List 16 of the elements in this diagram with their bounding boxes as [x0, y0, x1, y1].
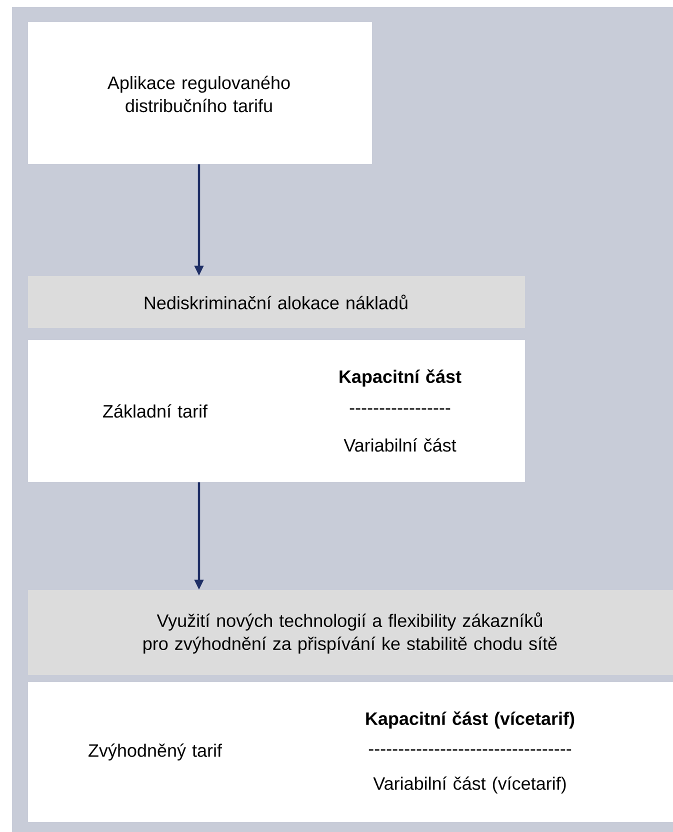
dashed-separator: -----------------: [350, 408, 450, 410]
dashed-separator: ----------------------------------: [368, 749, 572, 751]
text-box: [28, 22, 372, 164]
tariff-box: [28, 682, 673, 822]
heading-band: [28, 276, 525, 328]
band-text: Využití nových technologií a flexibility zákazníků pro zvýhodnění za přispívání ke stabilitě chodu sítě: [144, 612, 557, 654]
part-heading: Kapacitní část: [340, 369, 462, 387]
part-heading: Kapacitní část (vícetarif): [366, 711, 574, 729]
box-text: Aplikace regulovaného distribučního tarifu: [107, 76, 290, 112]
part-text: Variabilní část (vícetarif): [373, 776, 566, 794]
heading-band: [28, 590, 673, 675]
tariff-name: Zvýhodněný tarif: [88, 744, 222, 760]
tariff-box: [28, 340, 525, 482]
band-text: Nediskriminační alokace nákladů: [144, 294, 408, 310]
tariff-name: Základní tarif: [103, 404, 208, 418]
part-text: Variabilní část: [344, 438, 456, 452]
